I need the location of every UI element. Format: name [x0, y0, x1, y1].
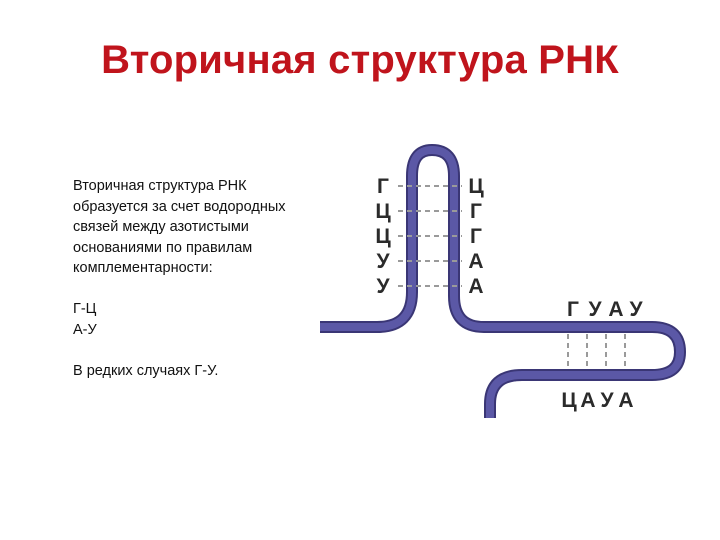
- nucleotide-base: Г: [377, 175, 389, 198]
- nucleotide-base: Г: [470, 225, 482, 248]
- nucleotide-base: А: [608, 298, 623, 321]
- nucleotide-base: У: [588, 298, 602, 321]
- hairpin-hydrogen-bonds: [398, 185, 462, 287]
- nucleotide-base: А: [468, 275, 483, 298]
- nucleotide-base: Ц: [375, 225, 391, 248]
- nucleotide-base: У: [600, 389, 614, 412]
- lower-top-bases: Г У А У: [567, 298, 643, 321]
- hairpin-right-bases: Ц Г Г А А: [468, 175, 484, 298]
- nucleotide-base: У: [376, 250, 390, 273]
- description-text: Вторичная структура РНК образуется за сч…: [73, 176, 323, 381]
- description-line: связей между азотистыми: [73, 219, 249, 235]
- slide-title: Вторичная структура РНК: [101, 38, 619, 82]
- hairpin-left-bases: Г Ц Ц У У: [375, 175, 391, 298]
- nucleotide-base: А: [618, 389, 633, 412]
- description-line: комплементарности:: [73, 260, 213, 276]
- nucleotide-base: Г: [567, 298, 579, 321]
- nucleotide-base: А: [580, 389, 595, 412]
- description-line: Вторичная структура РНК: [73, 178, 247, 194]
- nucleotide-base: У: [376, 275, 390, 298]
- nucleotide-base: У: [629, 298, 643, 321]
- nucleotide-base: А: [468, 250, 483, 273]
- pair-rule-gc: Г-Ц: [73, 301, 97, 317]
- description-line: основаниями по правилам: [73, 239, 253, 256]
- nucleotide-base: Ц: [468, 175, 484, 198]
- description-line: образуется за счет водородных: [73, 198, 286, 215]
- nucleotide-base: Ц: [375, 200, 391, 223]
- nucleotide-base: Г: [470, 200, 482, 223]
- nucleotide-base: Ц: [561, 389, 577, 412]
- rna-strand: [320, 144, 686, 418]
- lower-hydrogen-bonds: [567, 334, 626, 369]
- pair-rule-au: А-У: [73, 321, 97, 338]
- rare-pair-note: В редких случаях Г-У.: [73, 362, 219, 379]
- lower-bottom-bases: Ц А У А: [561, 389, 633, 412]
